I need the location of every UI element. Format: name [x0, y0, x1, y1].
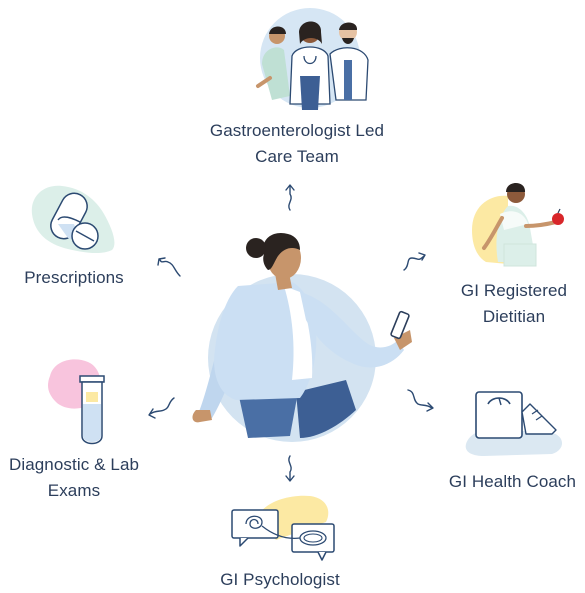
speech-bubbles-icon — [231, 495, 335, 561]
lab-exams-arrow-icon — [148, 397, 175, 419]
prescriptions-label-line-1: Prescriptions — [24, 268, 124, 287]
dietitian-label-line-1: GI Registered — [460, 281, 568, 300]
psychologist-label-line-1: GI Psychologist — [220, 570, 340, 589]
dietitian-label-line-2: Dietitian — [482, 307, 546, 326]
dietitian-with-apple-icon — [472, 183, 564, 267]
lab-exams-label: Diagnostic & Lab Exams — [0, 452, 148, 504]
care-team-label-line-2: Care Team — [255, 147, 339, 166]
prescriptions-label: Prescriptions — [8, 265, 140, 291]
health-coach-label: GI Health Coach — [440, 469, 585, 495]
woman-with-phone-illustration — [192, 232, 412, 442]
test-tube-icon — [48, 359, 105, 445]
prescriptions-arrow-icon — [157, 257, 181, 277]
care-team-label: Gastroenterologist Led Care Team — [190, 118, 404, 170]
care-team-arrow-icon — [285, 184, 295, 211]
lab-exams-label-line-1: Diagnostic & Lab — [8, 455, 140, 474]
psychologist-arrow-icon — [285, 455, 295, 482]
dietitian-label: GI Registered Dietitian — [448, 278, 580, 330]
doctors-team-icon — [256, 8, 369, 110]
psychologist-label: GI Psychologist — [200, 567, 360, 593]
lab-exams-label-line-2: Exams — [47, 481, 101, 500]
dietitian-arrow-icon — [403, 252, 426, 271]
health-coach-label-line-1: GI Health Coach — [448, 472, 577, 491]
care-team-label-line-1: Gastroenterologist Led — [209, 121, 385, 140]
scale-and-sneaker-icon — [465, 391, 563, 456]
health-coach-arrow-icon — [407, 389, 434, 412]
pills-icon — [31, 185, 115, 254]
